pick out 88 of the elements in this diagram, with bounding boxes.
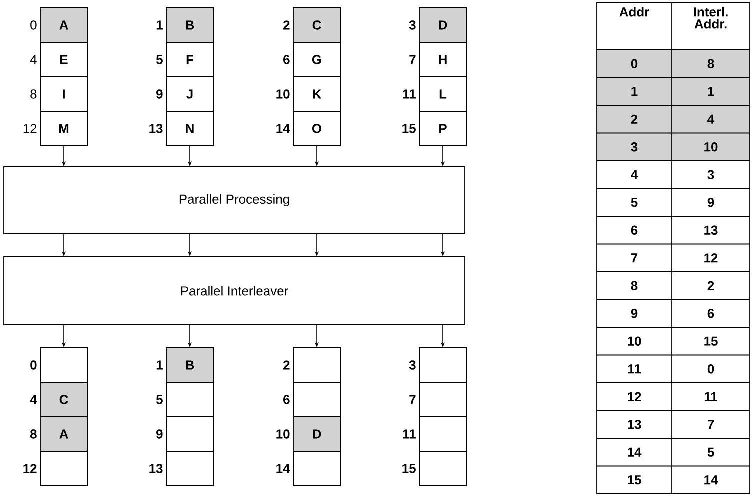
- table-cell: 13: [704, 226, 718, 235]
- address-number: 14: [276, 464, 290, 474]
- address-number: 10: [276, 90, 290, 99]
- address-number: 15: [402, 464, 416, 474]
- address-number: 0: [30, 20, 37, 30]
- table-cell: 8: [708, 59, 714, 68]
- table-header: Addr: [620, 7, 650, 17]
- memory-cell: C: [293, 8, 341, 43]
- memory-cell: H: [419, 42, 467, 78]
- address-number: 9: [156, 430, 163, 439]
- table-cell: 12: [628, 392, 642, 402]
- process-box: Parallel Interleaver: [4, 256, 466, 326]
- table-cell: 1: [708, 87, 714, 96]
- address-number: 6: [284, 395, 290, 404]
- address-number: 13: [150, 464, 163, 474]
- table-cell: 0: [631, 59, 638, 68]
- table-cell: 9: [631, 309, 638, 318]
- address-number: 2: [284, 360, 290, 370]
- table-cell: 15: [628, 476, 642, 485]
- memory-cell: E: [40, 42, 88, 78]
- address-number: 7: [410, 55, 416, 64]
- table-cell: 3: [631, 142, 638, 152]
- address-number: 5: [156, 55, 163, 64]
- address-number: 7: [410, 395, 416, 404]
- memory-cell: N: [166, 111, 214, 146]
- memory-cell: P: [419, 111, 467, 146]
- address-number: 3: [409, 20, 416, 30]
- memory-cell: F: [166, 42, 214, 78]
- memory-cell: A: [40, 416, 88, 452]
- memory-cell: J: [166, 76, 214, 112]
- address-number: 5: [156, 395, 163, 404]
- memory-cell: A: [40, 8, 88, 43]
- address-number: 3: [409, 360, 416, 370]
- address-number: 12: [24, 124, 37, 134]
- table-cell: 15: [704, 336, 718, 346]
- memory-cell: D: [419, 8, 467, 43]
- table-cell: 1: [632, 87, 638, 96]
- memory-cell: B: [166, 8, 214, 43]
- table-cell: 4: [708, 114, 715, 124]
- table-cell: 8: [631, 281, 638, 290]
- table-cell: 4: [631, 170, 638, 180]
- table-cell: 0: [708, 364, 714, 374]
- address-number: 11: [403, 430, 416, 439]
- address-number: 14: [276, 124, 290, 134]
- table-cell: 14: [628, 448, 642, 457]
- memory-cell: O: [293, 111, 341, 146]
- address-number: 13: [150, 124, 163, 134]
- table-cell: 7: [631, 254, 638, 263]
- table-cell: 11: [628, 364, 642, 374]
- address-number: 0: [30, 360, 37, 370]
- table-cell: 3: [708, 170, 714, 180]
- process-box: Parallel Processing: [4, 166, 466, 234]
- address-number: 4: [30, 395, 38, 404]
- address-number: 8: [30, 90, 37, 99]
- memory-cell: G: [293, 42, 341, 78]
- address-number: 4: [30, 55, 37, 64]
- memory-cell: I: [40, 76, 88, 112]
- memory-cell: B: [166, 348, 214, 383]
- memory-cell: M: [40, 111, 88, 146]
- address-number: 12: [24, 464, 37, 474]
- table-cell: 7: [708, 420, 714, 430]
- table-cell: 11: [704, 392, 718, 402]
- table-cell: 14: [704, 476, 718, 485]
- address-number: 10: [276, 430, 290, 439]
- table-cell: 6: [708, 309, 714, 318]
- address-number: 1: [156, 360, 163, 370]
- address-number: 1: [156, 20, 163, 30]
- table-cell: 6: [631, 226, 638, 235]
- table-cell: 5: [708, 448, 714, 457]
- address-number: 2: [284, 20, 290, 30]
- table-cell: 13: [628, 420, 642, 430]
- table-cell: 12: [704, 254, 718, 263]
- address-number: 11: [403, 90, 416, 99]
- table-cell: 2: [631, 114, 638, 124]
- table-cell: 2: [708, 281, 714, 290]
- table-cell: 5: [631, 198, 638, 208]
- address-number: 8: [30, 430, 37, 439]
- address-number: 6: [284, 55, 290, 64]
- memory-cell: K: [293, 76, 341, 112]
- table-cell: 9: [708, 198, 714, 208]
- table-cell: 10: [628, 336, 642, 346]
- table-header: Interl. Addr.: [694, 7, 728, 29]
- memory-cell: D: [293, 416, 341, 452]
- address-number: 9: [156, 90, 163, 99]
- memory-cell: C: [40, 382, 88, 418]
- table-cell: 10: [704, 142, 718, 152]
- memory-cell: L: [419, 76, 467, 112]
- address-number: 15: [402, 124, 416, 134]
